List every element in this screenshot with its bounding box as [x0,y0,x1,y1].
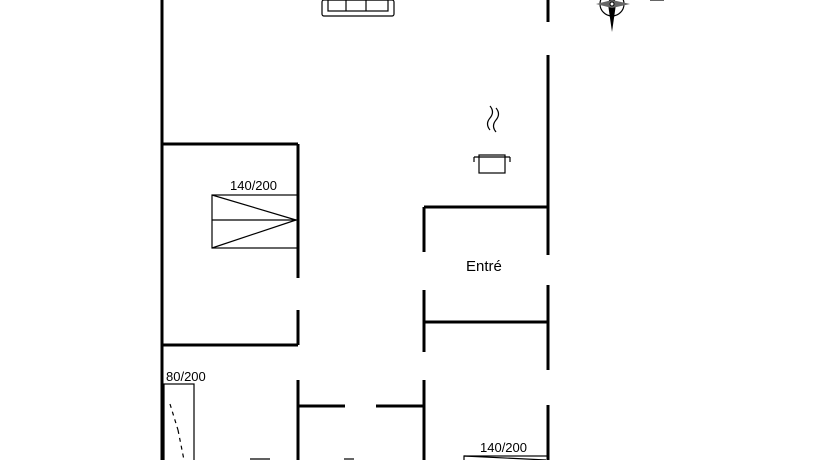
bed-lower-left-label: 80/200 [166,369,206,384]
bed-upper-left-label: 140/200 [230,178,277,193]
bed-upper-left: 140/200 [211,178,299,249]
room-label-entry: Entré [466,258,502,275]
cooking-pot-icon [473,105,511,174]
bed-lower-left: 80/200 [163,369,206,460]
sofa-icon [321,0,395,17]
bed-lower-right-label: 140/200 [480,440,527,455]
walls [160,0,550,460]
compass-icon [596,0,664,32]
bed-lower-right: 140/200 [463,440,549,460]
